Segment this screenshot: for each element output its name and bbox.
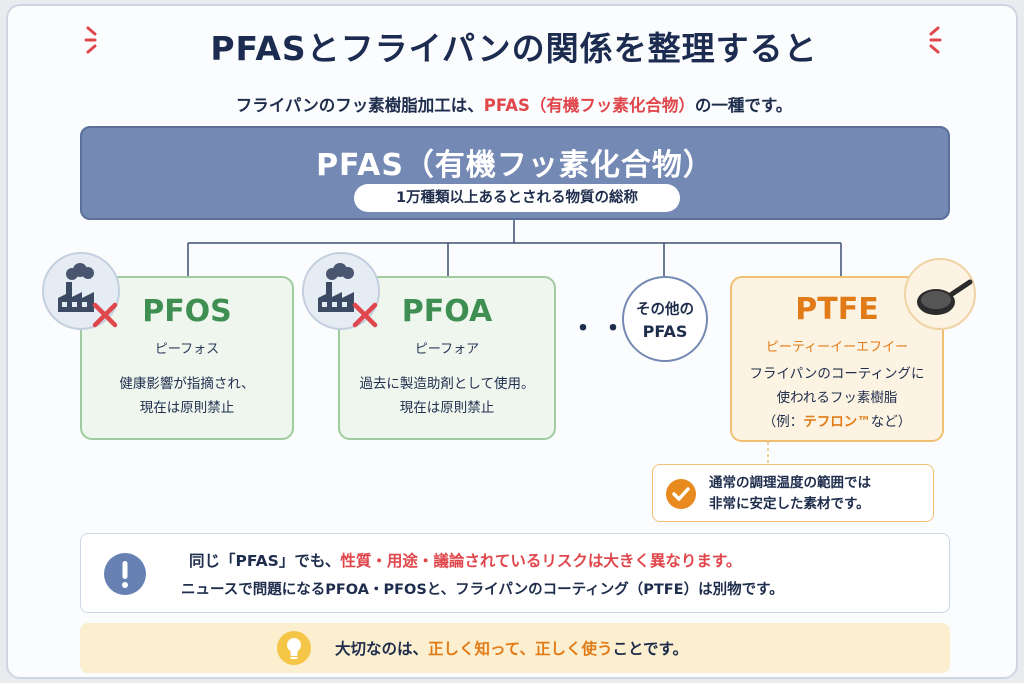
stable-line2: 非常に安定した素材です。	[709, 496, 870, 512]
frying-pan-icon	[904, 258, 976, 330]
ptfe-reading: ピーティーイーエフイー	[765, 340, 909, 355]
pfoa-desc-line1: 過去に製造助剤として使用。	[359, 376, 535, 392]
other-pfas-line1: その他の	[636, 302, 694, 318]
pfoa-name: PFOA	[401, 294, 493, 329]
tip-highlight: 正しく知って、正しく使う	[428, 640, 613, 658]
notice-line2: ニュースで問題になるPFOA・PFOSと、フライパンのコーティング（PTFE）は…	[181, 582, 784, 598]
infographic-frame: PFASとフライパンの関係を整理すると フライパンのフッ素樹脂加工は、PFAS（…	[6, 4, 1018, 679]
other-pfas-circle: その他の PFAS	[622, 276, 708, 362]
tip-text: 大切なのは、正しく知って、正しく使うことです。	[335, 637, 688, 659]
ptfe-desc-line1: フライパンのコーティングに	[749, 366, 925, 382]
pfas-description: 1万種類以上あるとされる物質の総称	[354, 184, 680, 212]
other-pfas-line2: PFAS	[642, 322, 688, 341]
notice-line1-highlight: 性質・用途・議論されているリスクは大きく異なります。	[340, 552, 742, 570]
factory-icon	[302, 252, 380, 330]
tip-box: 大切なのは、正しく知って、正しく使うことです。	[80, 623, 950, 673]
notice-line1-prefix: 同じ「PFAS」でも、	[189, 552, 341, 570]
exclamation-icon	[104, 553, 146, 595]
check-icon	[666, 479, 696, 509]
pfoa-desc-line2: 現在は原則禁止	[399, 400, 495, 416]
ptfe-name: PTFE	[795, 292, 879, 327]
burst-left-icon	[84, 26, 97, 54]
ptfe-example-prefix: （例：	[762, 414, 804, 430]
cross-mark-icon	[92, 302, 118, 328]
ptfe-desc-line2: 使われるフッ素樹脂	[776, 390, 898, 406]
lightbulb-icon	[277, 631, 311, 665]
subtitle-prefix: フライパンのフッ素樹脂加工は、	[235, 96, 484, 115]
pfos-desc-line2: 現在は原則禁止	[139, 400, 235, 416]
pfos-description: 健康影響が指摘され、 現在は原則禁止	[82, 372, 292, 420]
subtitle-highlight: PFAS（有機フッ素化合物）	[483, 96, 695, 115]
notice-box: 同じ「PFAS」でも、性質・用途・議論されているリスクは大きく異なります。 ニュ…	[80, 533, 950, 613]
pfos-name: PFOS	[142, 294, 232, 329]
ptfe-card: PTFE ピーティーイーエフイー フライパンのコーティングに 使われるフッ素樹脂…	[730, 276, 944, 442]
burst-right-icon	[929, 26, 942, 54]
ptfe-example-suffix: など）	[870, 414, 912, 430]
ptfe-example-brand: テフロン™	[803, 414, 871, 430]
tip-prefix: 大切なのは、	[335, 640, 429, 658]
pfos-desc-line1: 健康影響が指摘され、	[119, 376, 255, 392]
pfoa-description: 過去に製造助剤として使用。 現在は原則禁止	[340, 372, 554, 420]
tip-suffix: ことです。	[612, 640, 688, 658]
subtitle-suffix: の一種です。	[694, 96, 793, 115]
page-title: PFASとフライパンの関係を整理すると	[210, 29, 818, 68]
ptfe-description: フライパンのコーティングに 使われるフッ素樹脂 （例：テフロン™など）	[732, 362, 942, 434]
subtitle: フライパンのフッ素樹脂加工は、PFAS（有機フッ素化合物）の一種です。	[8, 92, 1020, 116]
pfas-box: PFAS（有機フッ素化合物） 1万種類以上あるとされる物質の総称	[80, 126, 950, 220]
stable-line1: 通常の調理温度の範囲では	[709, 475, 871, 491]
connector-lines	[187, 220, 842, 464]
notice-line1: 同じ「PFAS」でも、性質・用途・議論されているリスクは大きく異なります。	[189, 549, 741, 571]
stable-text: 通常の調理温度の範囲では 非常に安定した素材です。	[709, 473, 871, 515]
stable-note: 通常の調理温度の範囲では 非常に安定した素材です。	[652, 464, 934, 522]
pfos-reading: ピーフォス	[154, 342, 220, 357]
pfoa-reading: ピーフォア	[414, 342, 480, 357]
pfas-title: PFAS（有機フッ素化合物）	[316, 148, 714, 183]
ptfe-example: （例：テフロン™など）	[732, 410, 942, 434]
cross-mark-icon	[352, 302, 378, 328]
